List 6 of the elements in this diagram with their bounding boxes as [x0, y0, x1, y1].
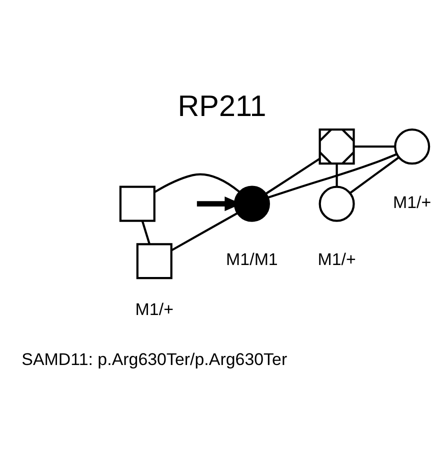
node-label: M1/M1: [226, 250, 278, 270]
node-label: M1/+: [393, 192, 432, 212]
diagram-title: RP211: [178, 90, 266, 124]
caption: SAMD11: p.Arg630Ter/p.Arg630Ter: [22, 350, 288, 369]
node-label: M1/+: [318, 250, 356, 270]
node-label: M1/+: [135, 300, 174, 319]
